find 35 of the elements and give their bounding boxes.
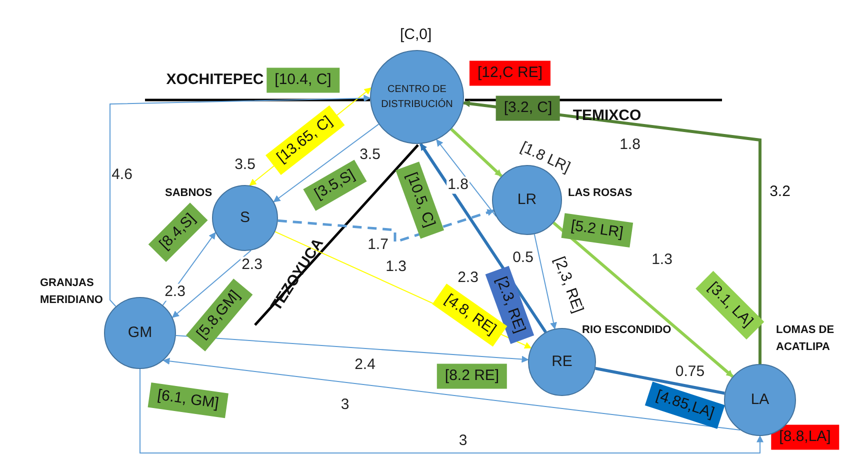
region-label: TEMIXCO <box>572 108 642 124</box>
arrow <box>273 124 380 202</box>
cost-tag: 3.2 <box>770 184 790 200</box>
cost-tag: [10.4, C] <box>266 68 340 92</box>
cost-tag: [12,C RE] <box>469 60 551 86</box>
arrow <box>162 358 741 430</box>
edge-label: 2.3 <box>164 284 186 300</box>
location-circle: GM <box>104 297 176 369</box>
location-circle: S <box>212 185 278 251</box>
arrow <box>110 94 371 307</box>
cost-tag: [8.2 RE] <box>436 364 508 388</box>
location-name: SABNOS <box>165 186 214 201</box>
arrow <box>552 222 734 378</box>
cost-tag: [10.5, C] <box>396 162 444 238</box>
edge-label: 1.8 <box>446 176 470 194</box>
cost-tag: [5.2 LR] <box>561 213 633 247</box>
arrow <box>172 250 252 318</box>
arrow <box>278 209 494 244</box>
arrow <box>162 232 216 306</box>
cost-tag: [3.2, C] <box>496 96 560 120</box>
arrow <box>534 234 557 330</box>
region-label: XOCHITEPEC <box>166 72 264 88</box>
cost-tag: [6.1, GM] <box>148 382 228 418</box>
location-name: [C,0] <box>400 25 433 45</box>
location-name: LAS ROSAS <box>568 186 634 201</box>
arrow <box>140 368 764 454</box>
location-circle: CENTRO DE DISTRIBUCIÓN <box>370 50 464 144</box>
arrow <box>436 139 497 217</box>
cost-tag: [2,3, RE] <box>550 254 586 316</box>
arrow <box>175 334 529 363</box>
cost-tag: [8.8,LA] <box>771 424 839 450</box>
location-name: GRANJAS MERIDIANO <box>40 276 104 308</box>
arrow <box>419 143 547 333</box>
arrow <box>450 128 502 178</box>
location-name: LOMAS DE ACATLIPA <box>776 323 836 354</box>
